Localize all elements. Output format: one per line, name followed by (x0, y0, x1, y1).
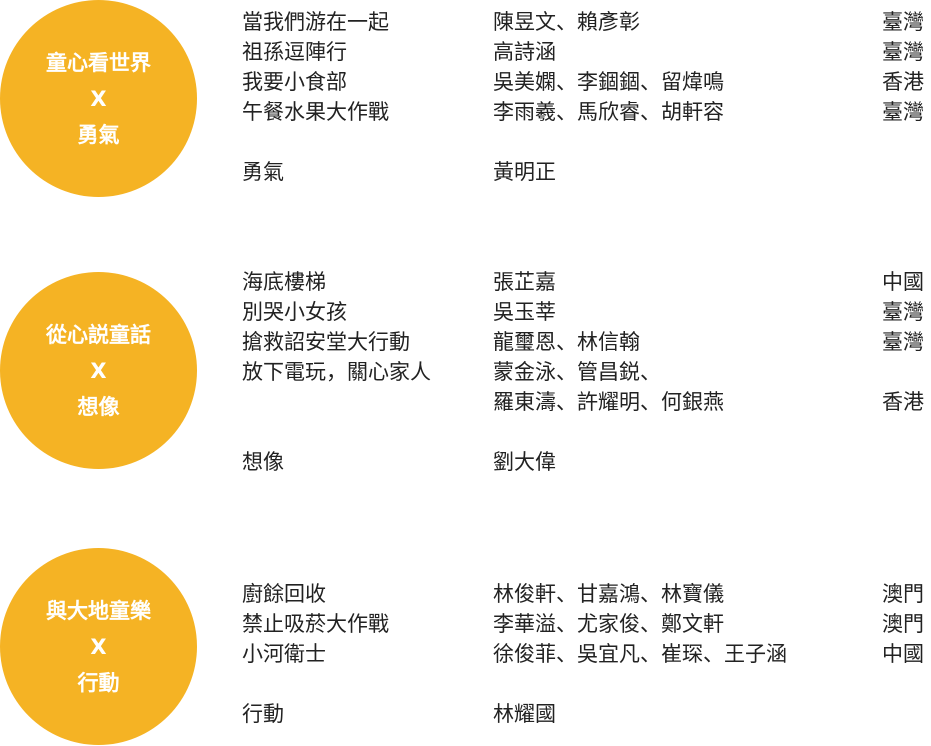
work-title: 禁止吸菸大作戰 (242, 612, 389, 636)
badge-x: X (90, 634, 107, 659)
badge-title: 從心説童話 (46, 322, 151, 347)
badge-title: 與大地童樂 (46, 598, 151, 623)
authors: 羅東濤、許耀明、何銀燕 (493, 390, 724, 414)
work-title: 海底樓梯 (242, 270, 326, 294)
region: 臺灣 (882, 40, 924, 64)
authors: 李雨羲、馬欣睿、胡軒容 (493, 100, 724, 124)
work-title: 搶救詔安堂大行動 (242, 330, 410, 354)
work-title: 勇氣 (242, 160, 284, 184)
region: 臺灣 (882, 300, 924, 324)
badge-title: 童心看世界 (46, 50, 151, 75)
work-title: 當我們游在一起 (242, 10, 389, 34)
region: 澳門 (882, 582, 924, 606)
badge-theme: 想像 (77, 394, 120, 419)
authors: 黃明正 (493, 160, 556, 184)
work-title: 祖孫逗陣行 (242, 40, 347, 64)
region: 澳門 (882, 612, 924, 636)
authors: 李華溢、尤家俊、鄭文軒 (493, 612, 724, 636)
authors: 吳玉莘 (493, 300, 556, 324)
authors: 徐俊菲、吳宜凡、崔琛、王子涵 (493, 642, 787, 666)
section-badge: 從心説童話 X 想像 (0, 272, 197, 469)
work-title: 午餐水果大作戰 (242, 100, 389, 124)
region: 香港 (882, 390, 924, 414)
work-title: 我要小食部 (242, 70, 347, 94)
region: 臺灣 (882, 330, 924, 354)
region: 中國 (882, 642, 924, 666)
badge-theme: 勇氣 (77, 122, 120, 147)
authors: 吳美嫻、李錮錮、留煒鳴 (493, 70, 724, 94)
authors: 陳昱文、賴彥彰 (493, 10, 640, 34)
work-title: 小河衛士 (242, 642, 326, 666)
authors: 龍璽恩、林信翰 (493, 330, 640, 354)
badge-theme: 行動 (77, 670, 120, 695)
region: 臺灣 (882, 100, 924, 124)
badge-x: X (90, 86, 107, 111)
region: 中國 (882, 270, 924, 294)
authors: 林俊軒、甘嘉鴻、林寶儀 (493, 582, 724, 606)
authors: 高詩涵 (493, 40, 556, 64)
work-title: 廚餘回收 (242, 582, 326, 606)
authors: 蒙金泳、管昌鋭、 (493, 360, 661, 384)
work-title: 放下電玩，關心家人 (242, 360, 431, 384)
authors: 林耀國 (493, 702, 556, 726)
work-title: 別哭小女孩 (242, 300, 347, 324)
work-title: 想像 (242, 450, 284, 474)
badge-x: X (90, 358, 107, 383)
region: 臺灣 (882, 10, 924, 34)
authors: 劉大偉 (493, 450, 556, 474)
authors: 張芷嘉 (493, 270, 556, 294)
work-title: 行動 (242, 702, 284, 726)
section-badge: 與大地童樂 X 行動 (0, 548, 197, 745)
section-badge: 童心看世界 X 勇氣 (0, 0, 197, 197)
region: 香港 (882, 70, 924, 94)
